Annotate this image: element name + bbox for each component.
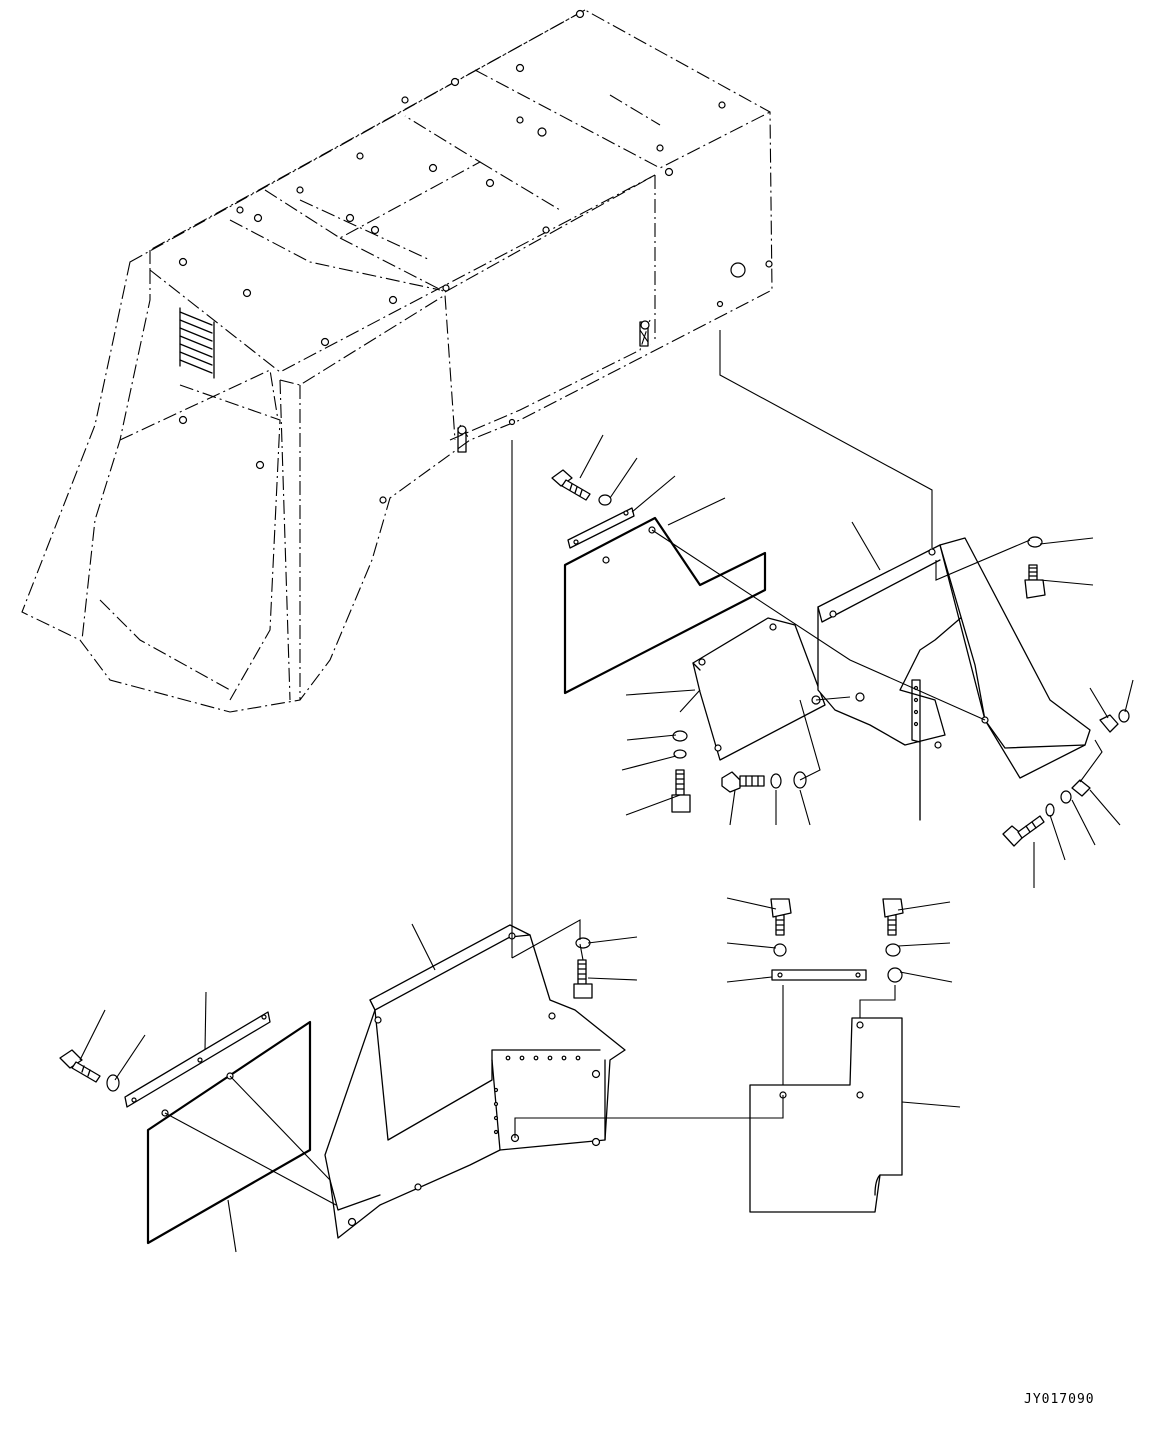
retainer-strip [771,969,867,981]
assembly-connection-lines [164,330,1103,1206]
bolt-icon [770,898,792,936]
bolt-icon [1002,815,1045,847]
upper-side-guard [817,537,1091,821]
callout-leaders [79,434,1134,1253]
washer-icon [672,730,688,742]
washer-icon [598,494,612,506]
bolt-icon [882,898,904,936]
bolt-icon [671,769,691,813]
washer-icon [673,749,687,759]
washer-icon [1027,536,1043,548]
upper-retainer-strip [567,507,635,549]
washer-icon [575,937,591,949]
bolt-icon [1024,564,1046,599]
nut-icon [1099,714,1119,733]
washer-icon [1045,803,1055,817]
bolt-icon [59,1049,101,1083]
washer-icon [773,943,787,957]
bolt-icon [573,959,593,999]
upper-small-plate [692,617,826,761]
drawing-code: JY017090 [1024,1392,1095,1407]
washer-icon [1118,709,1130,723]
washer-icon [887,967,903,983]
engine-hood-housing [21,9,773,713]
washer-icon [1060,790,1072,804]
lower-side-guard [324,924,626,1239]
bolt-icon [721,771,765,793]
washer-icon [770,773,782,789]
bolt-icon [551,469,591,501]
washer-icon [885,943,901,957]
nut-icon [1071,779,1091,797]
rear-cover-plate [749,1017,903,1213]
